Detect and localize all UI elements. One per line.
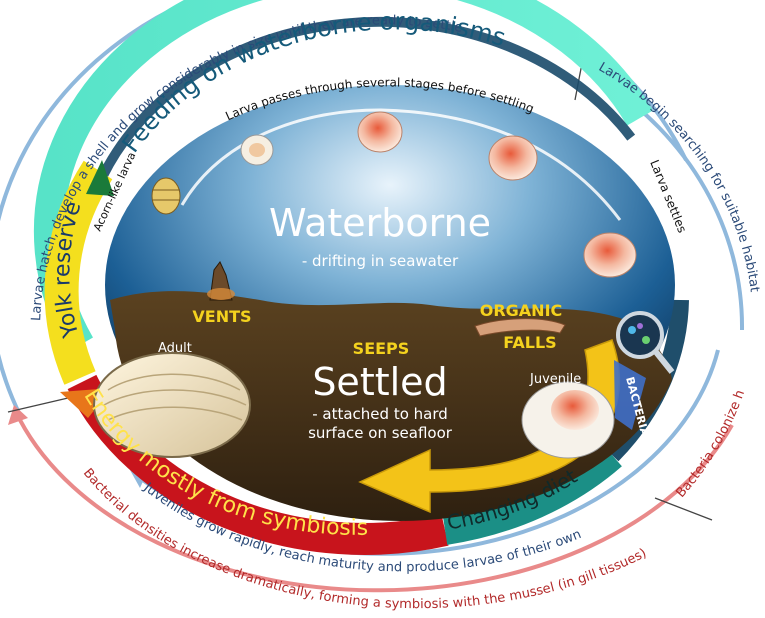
divider-left bbox=[7, 397, 69, 413]
vents-label: VENTS bbox=[192, 307, 251, 326]
red-arrowhead bbox=[8, 405, 28, 425]
settled-subtitle-2: surface on seafloor bbox=[308, 424, 453, 442]
larva-stage-4 bbox=[583, 232, 637, 278]
yolk-arrowhead bbox=[86, 160, 114, 196]
yolk-band bbox=[44, 160, 113, 385]
adult-label: Adult bbox=[158, 341, 192, 356]
falls-label: FALLS bbox=[503, 333, 556, 352]
larva-stage-2 bbox=[357, 111, 403, 153]
larva-stage-1 bbox=[240, 134, 274, 166]
magnifier-icon bbox=[616, 311, 675, 374]
outer-red-arc bbox=[18, 419, 734, 593]
waterborne-title: Waterborne bbox=[269, 201, 491, 245]
settled-subtitle-1: - attached to hard bbox=[312, 405, 448, 423]
changing-band bbox=[442, 443, 622, 545]
larva-stage-3 bbox=[488, 135, 538, 181]
feeding-band bbox=[33, 0, 653, 353]
juvenile-label: Juvenile bbox=[529, 372, 581, 387]
adult-mussel bbox=[93, 352, 251, 458]
larva-path bbox=[180, 108, 622, 221]
seeps-label: SEEPS bbox=[353, 339, 410, 358]
feeding-band-inner bbox=[92, 16, 636, 191]
whale-bone bbox=[474, 318, 566, 337]
acorn-larva bbox=[151, 177, 181, 215]
juvenile-mussel bbox=[521, 381, 615, 459]
bacteria-arrow bbox=[614, 360, 646, 430]
vent-glow bbox=[207, 288, 235, 300]
organic-label: ORGANIC bbox=[480, 301, 563, 320]
divider-bottom-right bbox=[654, 497, 713, 521]
settled-title: Settled bbox=[312, 360, 447, 404]
waterborne-subtitle: - drifting in seawater bbox=[302, 252, 459, 270]
